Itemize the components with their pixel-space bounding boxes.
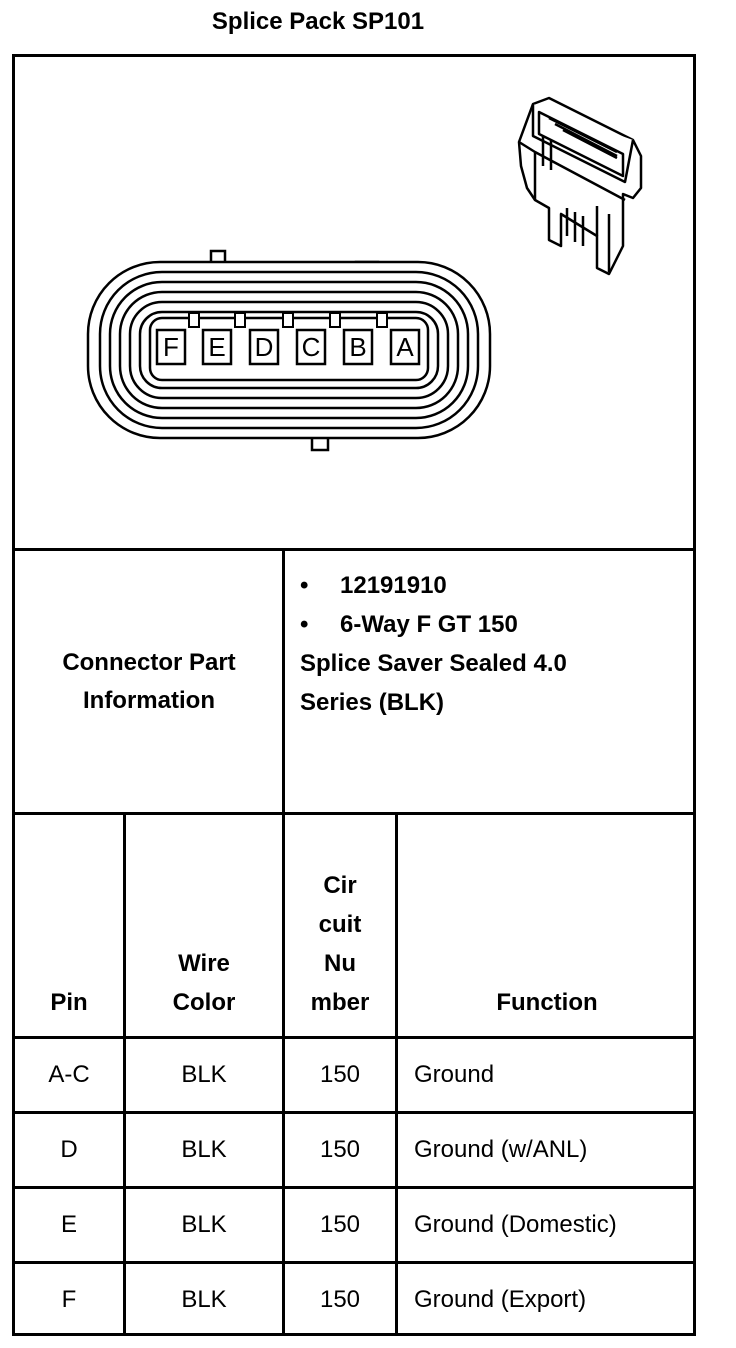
cell-circuit: 150 [319,1211,361,1238]
series-desc-line1: Splice Saver Sealed 4.0 [300,650,567,677]
pin-label-c: C [301,332,321,362]
cell-wire-color: BLK [181,1136,227,1163]
cell-pin: D [60,1136,78,1163]
cell-function: Ground [414,1061,495,1088]
connector-part-info-details: • 12191910 • 6-Way F GT 150 Splice Saver… [300,566,696,722]
divider [282,548,285,1336]
pin-label-f: F [163,332,179,362]
divider [395,812,398,1336]
bullet-icon: • [300,572,309,599]
info-label-line2: Information [82,687,215,714]
list-item: • 6-Way F GT 150 [300,605,696,644]
cell-circuit: 150 [319,1136,361,1163]
cell-circuit: 150 [319,1061,361,1088]
cell-wire-color: BLK [181,1211,227,1238]
cell-function: Ground (w/ANL) [414,1136,588,1163]
divider [12,1036,696,1039]
list-item: • 12191910 [300,566,696,605]
divider [12,1111,696,1114]
pin-label-b: B [349,332,367,362]
cell-function: Ground (Domestic) [414,1211,617,1238]
cell-circuit: 150 [319,1286,361,1313]
divider [12,1186,696,1189]
pin-label-e: E [208,332,226,362]
connector-type: 6-Way F GT 150 [340,611,518,638]
connector-table-frame [12,54,696,1336]
info-label-line1: Connector Part [62,649,236,676]
header-function: Function [496,989,598,1016]
series-desc-line2: Series (BLK) [300,689,445,716]
divider [12,548,696,551]
header-pin: Pin [50,989,88,1016]
cell-function: Ground (Export) [414,1286,587,1313]
connector-isometric-icon [517,96,643,276]
bullet-icon: • [300,611,309,638]
divider [12,1261,696,1264]
divider [12,812,696,815]
divider [123,812,126,1336]
cell-pin: E [60,1211,77,1238]
cell-pin: F [61,1286,77,1313]
pin-label-d: D [254,332,274,362]
pin-label-a: A [396,332,414,362]
page-title: Splice Pack SP101 [211,8,425,35]
cell-wire-color: BLK [181,1286,227,1313]
cell-wire-color: BLK [181,1061,227,1088]
cell-pin: A-C [48,1061,90,1088]
part-number: 12191910 [340,572,447,599]
connector-part-info-label: Connector Part Information [15,551,283,813]
